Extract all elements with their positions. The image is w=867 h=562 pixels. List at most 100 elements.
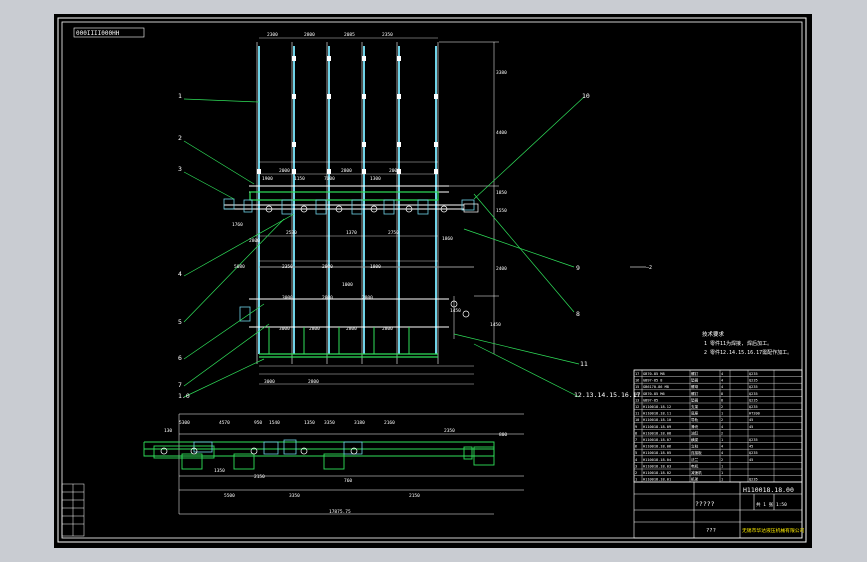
parts-cell: 4 bbox=[635, 458, 637, 462]
svg-text:2530: 2530 bbox=[286, 230, 297, 236]
parts-cell: H110018.18.11 bbox=[643, 412, 671, 416]
drawing-number: H110018.18.00 bbox=[743, 486, 794, 494]
parts-cell: 1 bbox=[721, 471, 723, 475]
parts-cell: 15 bbox=[635, 385, 639, 389]
svg-text:5300: 5300 bbox=[179, 420, 190, 426]
svg-text:2150: 2150 bbox=[254, 474, 265, 480]
balloon: 1 bbox=[178, 92, 182, 100]
title-placeholder: ??? bbox=[706, 528, 716, 534]
parts-cell: H110018.18.06 bbox=[643, 445, 671, 449]
parts-cell: 减速机 bbox=[691, 470, 702, 475]
parts-cell: 螺钉 bbox=[691, 391, 699, 396]
parts-cell: H110018.18.10 bbox=[643, 418, 671, 422]
parts-cell: H110018.18.03 bbox=[643, 464, 671, 468]
parts-cell: 9 bbox=[635, 425, 637, 429]
leader-lines bbox=[183, 96, 585, 398]
svg-text:7000: 7000 bbox=[324, 176, 335, 182]
parts-cell: Q235 bbox=[749, 478, 758, 482]
parts-cell: Q235 bbox=[749, 385, 758, 389]
parts-cell: H110018.18.05 bbox=[643, 451, 671, 455]
svg-text:1550: 1550 bbox=[496, 208, 507, 214]
svg-text:2750: 2750 bbox=[388, 230, 399, 236]
svg-text:2000: 2000 bbox=[389, 168, 400, 174]
parts-cell: 2 bbox=[721, 431, 723, 435]
parts-cell: 14 bbox=[635, 392, 639, 396]
parts-cell: 导轨 bbox=[691, 417, 699, 422]
parts-cell: Q235 bbox=[749, 392, 758, 396]
parts-cell: 油缸 bbox=[691, 430, 699, 435]
dimension-texts: 2300 2800 2085 2350 3380 4400 1850 1550 … bbox=[232, 32, 507, 385]
parts-cell: 2 bbox=[721, 418, 723, 422]
technical-notes: 技术要求 1 零件11为焊接, 焊后加工。 2 零件12.14.15.16.17… bbox=[702, 330, 792, 356]
svg-text:1300: 1300 bbox=[370, 176, 381, 182]
side-dims: 5300 1540 1350 4570 950 3350 3180 2160 2… bbox=[164, 420, 507, 515]
parts-cell: H110018.18.12 bbox=[643, 405, 671, 409]
arrow-note: —2 bbox=[646, 265, 652, 271]
parts-cell: 4 bbox=[721, 445, 723, 449]
parts-cell: H110018.18.02 bbox=[643, 471, 671, 475]
svg-text:2800: 2800 bbox=[382, 326, 393, 332]
balloon: 6 bbox=[178, 354, 182, 362]
parts-cell: Q235 bbox=[749, 405, 758, 409]
parts-cell: H110018.18.04 bbox=[643, 458, 671, 462]
balloon: 4 bbox=[178, 270, 182, 278]
balloon: 2 bbox=[178, 134, 182, 142]
side-elevation: 5300 1540 1350 4570 950 3350 3180 2160 2… bbox=[143, 413, 524, 515]
stamp-box bbox=[73, 27, 145, 38]
svg-text:3000: 3000 bbox=[264, 379, 275, 385]
svg-text:2300: 2300 bbox=[267, 32, 278, 38]
svg-text:2350: 2350 bbox=[382, 32, 393, 38]
parts-cell: 6 bbox=[635, 445, 637, 449]
svg-text:1540: 1540 bbox=[269, 420, 280, 426]
svg-text:1900: 1900 bbox=[262, 176, 273, 182]
parts-cell: H110018.18.09 bbox=[643, 425, 671, 429]
parts-cell: 5 bbox=[635, 451, 637, 455]
inner-border bbox=[61, 21, 803, 539]
svg-text:3350: 3350 bbox=[289, 493, 300, 499]
cad-drawing: 000ΙΙΙΙ000ΗΗ bbox=[57, 17, 807, 543]
svg-text:1350: 1350 bbox=[304, 420, 315, 426]
parts-cell: 滑块 bbox=[691, 424, 699, 429]
balloon: 8 bbox=[576, 310, 580, 318]
parts-cell: 1 bbox=[721, 412, 723, 416]
svg-text:4400: 4400 bbox=[496, 130, 507, 136]
svg-text:3180: 3180 bbox=[354, 420, 365, 426]
parts-cell: H110018.18.07 bbox=[643, 438, 671, 442]
parts-cell: 螺母 bbox=[691, 384, 699, 389]
parts-cell: 7 bbox=[635, 438, 637, 442]
parts-cell: Q235 bbox=[749, 372, 758, 376]
balloon: 9 bbox=[576, 264, 580, 272]
svg-text:17875.75: 17875.75 bbox=[329, 509, 351, 515]
svg-text:4570: 4570 bbox=[219, 420, 230, 426]
parts-cell: 2 bbox=[721, 405, 723, 409]
parts-cell: 螺钉 bbox=[691, 371, 699, 376]
parts-cell: 4 bbox=[721, 385, 723, 389]
parts-cell: 45 bbox=[749, 425, 753, 429]
svg-text:2085: 2085 bbox=[344, 32, 355, 38]
parts-cell: 10 bbox=[635, 418, 639, 422]
parts-cell: GB70-85 M6 bbox=[643, 392, 665, 396]
parts-cell: 机架 bbox=[691, 477, 699, 482]
svg-text:2350: 2350 bbox=[444, 428, 455, 434]
title-block bbox=[633, 481, 803, 539]
svg-text:2400: 2400 bbox=[496, 266, 507, 272]
parts-cell: 13 bbox=[635, 398, 639, 402]
parts-cell: GB97-85 bbox=[643, 398, 658, 402]
parts-cell: GB6170-86 M8 bbox=[643, 385, 669, 389]
parts-cell: 1 bbox=[721, 478, 723, 482]
svg-text:2800: 2800 bbox=[309, 326, 320, 332]
scale: 1:50 bbox=[776, 502, 787, 508]
svg-text:760: 760 bbox=[344, 478, 352, 484]
parts-cell: 17 bbox=[635, 372, 639, 376]
parts-cell: 8 bbox=[721, 398, 723, 402]
svg-text:技术要求: 技术要求 bbox=[702, 330, 725, 338]
svg-text:2350: 2350 bbox=[282, 264, 293, 270]
svg-text:1450: 1450 bbox=[490, 322, 501, 328]
parts-cell: 45 bbox=[749, 458, 753, 462]
parts-cell: 8 bbox=[721, 392, 723, 396]
svg-text:1760: 1760 bbox=[232, 222, 243, 228]
part-name: ????? bbox=[695, 500, 715, 508]
parts-cell: 立柱 bbox=[691, 444, 699, 449]
svg-text:2800: 2800 bbox=[341, 168, 352, 174]
svg-text:5080: 5080 bbox=[234, 264, 245, 270]
